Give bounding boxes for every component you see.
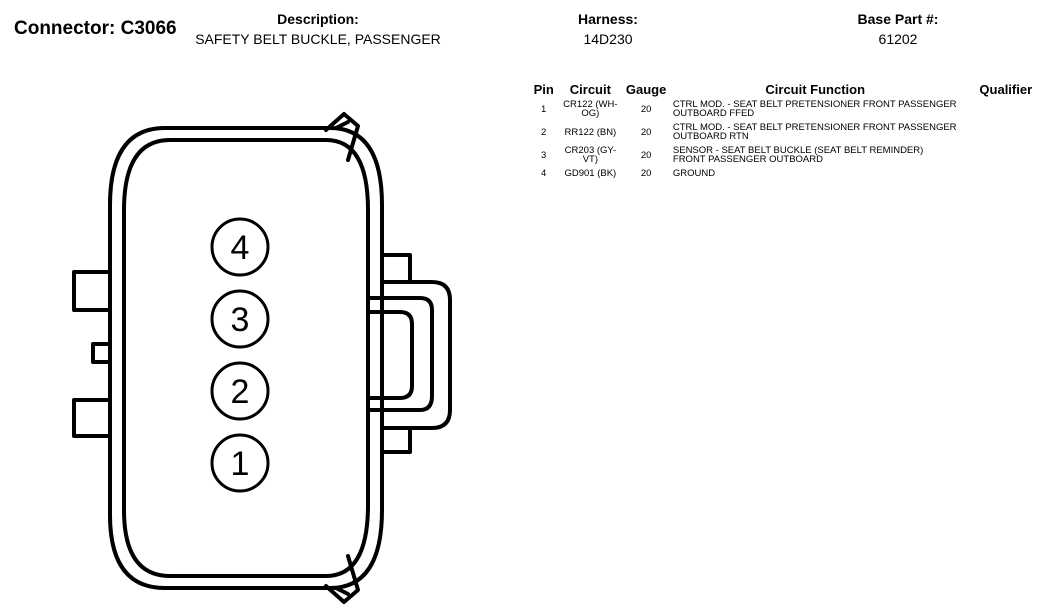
- base-part-value: 61202: [878, 31, 918, 47]
- harness-value: 14D230: [583, 31, 633, 47]
- table-row: 1 CR122 (WH-OG) 20 CTRL MOD. - SEAT BELT…: [530, 98, 1054, 121]
- connector-lock-housing-outer: [380, 280, 452, 430]
- cell-pin: 1: [541, 103, 547, 115]
- connector-lock-housing-inner: [366, 296, 434, 412]
- pin-1-cavity: [210, 433, 270, 493]
- table-row: 4 GD901 (BK) 20 GROUND: [530, 167, 1054, 181]
- connector-latch-bottom: [324, 554, 360, 604]
- connector-tab-left-lower: [72, 398, 112, 438]
- connector-face-diagram: 4 3 2 1: [72, 112, 452, 604]
- cell-qualifier: [958, 121, 1054, 144]
- pin-table: Pin Circuit Gauge Circuit Function Quali…: [530, 82, 1054, 181]
- cell-gauge: 20: [640, 168, 652, 179]
- pin-2-label: 2: [231, 373, 250, 411]
- pin-4-label: 4: [231, 229, 250, 267]
- connector-lock-upper-tab: [380, 253, 412, 284]
- cell-pin: 3: [541, 149, 547, 161]
- cell-gauge: 20: [640, 149, 652, 161]
- pin-3-label: 3: [231, 301, 250, 339]
- cell-gauge: 20: [640, 103, 652, 115]
- cell-function: CTRL MOD. - SEAT BELT PRETENSIONER FRONT…: [672, 99, 957, 119]
- description-block: Description: SAFETY BELT BUCKLE, PASSENG…: [188, 11, 448, 47]
- base-part-label: Base Part #:: [857, 11, 939, 27]
- col-header-qualifier: Qualifier: [979, 82, 1033, 97]
- cell-qualifier: [958, 167, 1054, 181]
- cell-circuit: CR203 (GY-VT): [564, 145, 617, 165]
- table-row: 3 CR203 (GY-VT) 20 SENSOR - SEAT BELT BU…: [530, 144, 1054, 167]
- description-value: SAFETY BELT BUCKLE, PASSENGER: [195, 31, 441, 47]
- cell-circuit: CR122 (WH-OG): [563, 99, 618, 119]
- base-part-block: Base Part #: 61202: [838, 11, 958, 47]
- table-row: 2 RR122 (BN) 20 CTRL MOD. - SEAT BELT PR…: [530, 121, 1054, 144]
- cell-function: GROUND: [672, 168, 716, 179]
- col-header-pin: Pin: [533, 82, 554, 97]
- table-header-row: Pin Circuit Gauge Circuit Function Quali…: [530, 82, 1054, 98]
- connector-body-outer: [108, 126, 384, 590]
- cell-gauge: 20: [640, 126, 652, 138]
- pin-3-cavity: [210, 289, 270, 349]
- harness-label: Harness:: [578, 11, 638, 27]
- pin-4-cavity: [210, 217, 270, 277]
- col-header-gauge: Gauge: [625, 82, 667, 97]
- col-header-circuit-function: Circuit Function: [765, 82, 866, 97]
- cell-function: SENSOR - SEAT BELT BUCKLE (SEAT BELT REM…: [672, 145, 924, 165]
- description-label: Description:: [277, 11, 359, 27]
- col-header-circuit: Circuit: [569, 82, 611, 97]
- connector-title: Connector: C3066: [14, 18, 177, 39]
- cell-qualifier: [958, 144, 1054, 167]
- connector-body-inner: [122, 138, 370, 578]
- cell-circuit: RR122 (BN): [564, 126, 617, 138]
- pin-2-cavity: [210, 361, 270, 421]
- harness-block: Harness: 14D230: [548, 11, 668, 47]
- cell-circuit: GD901 (BK): [564, 168, 617, 179]
- connector-lock-latch: [366, 310, 414, 400]
- connector-latch-top: [324, 112, 360, 162]
- cell-qualifier: [958, 98, 1054, 121]
- pin-1-label: 1: [231, 445, 250, 483]
- connector-tab-left-upper: [72, 270, 112, 312]
- cell-pin: 4: [541, 168, 547, 179]
- connector-lock-lower-tab: [380, 426, 412, 454]
- cell-function: CTRL MOD. - SEAT BELT PRETENSIONER FRONT…: [672, 122, 957, 142]
- connector-tab-left-middle: [91, 342, 112, 364]
- cell-pin: 2: [541, 126, 547, 138]
